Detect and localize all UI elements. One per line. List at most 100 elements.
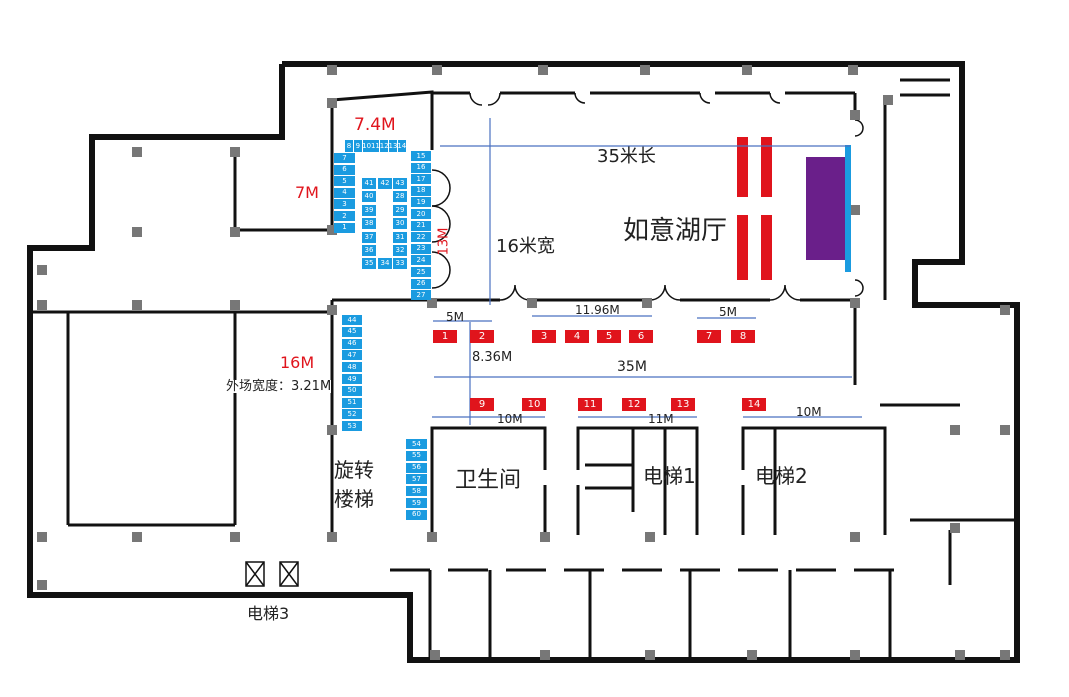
booth-43[interactable]: 43 <box>393 178 407 189</box>
stage <box>737 137 851 280</box>
red-booth-10[interactable]: 10 <box>522 398 546 411</box>
booth-50[interactable]: 50 <box>342 385 362 396</box>
pillar <box>850 110 860 120</box>
red-booth-7[interactable]: 7 <box>697 330 721 343</box>
booth-22[interactable]: 22 <box>411 232 431 243</box>
red-booth-1[interactable]: 1 <box>433 330 457 343</box>
booth-1[interactable]: 1 <box>334 222 355 233</box>
outer-walls <box>27 61 1020 663</box>
red-booth-12[interactable]: 12 <box>622 398 646 411</box>
booth-14[interactable]: 14 <box>397 140 406 152</box>
booth-28[interactable]: 28 <box>393 191 407 203</box>
booth-41[interactable]: 41 <box>362 178 376 189</box>
booth-54[interactable]: 54 <box>406 439 427 449</box>
booth-18[interactable]: 18 <box>411 185 431 196</box>
red-booth-13[interactable]: 13 <box>671 398 695 411</box>
booth-36[interactable]: 36 <box>362 245 376 256</box>
booth-51[interactable]: 51 <box>342 397 362 408</box>
booth-38[interactable]: 38 <box>362 218 376 230</box>
booth-35[interactable]: 35 <box>362 258 376 270</box>
booth-23[interactable]: 23 <box>411 243 431 254</box>
booth-46[interactable]: 46 <box>342 338 362 349</box>
pillar <box>327 98 337 108</box>
booth-30[interactable]: 30 <box>393 218 407 230</box>
pillar <box>540 650 550 660</box>
booth-2[interactable]: 2 <box>334 211 355 221</box>
booth-4[interactable]: 4 <box>334 187 355 198</box>
pillar <box>950 523 960 533</box>
booth-20[interactable]: 20 <box>411 209 431 219</box>
booth-59[interactable]: 59 <box>406 498 427 508</box>
booth-25[interactable]: 25 <box>411 267 431 277</box>
pillar <box>37 532 47 542</box>
booth-58[interactable]: 58 <box>406 486 427 497</box>
dim-11m: 11M <box>648 412 674 426</box>
booth-3[interactable]: 3 <box>334 199 355 210</box>
booth-45[interactable]: 45 <box>342 326 362 337</box>
pillar <box>1000 425 1010 435</box>
booth-40[interactable]: 40 <box>362 191 376 203</box>
pillar <box>327 425 337 435</box>
booth-47[interactable]: 47 <box>342 350 362 361</box>
booth-60[interactable]: 60 <box>406 509 427 520</box>
dim-35m: 35M <box>617 359 647 375</box>
booth-7[interactable]: 7 <box>334 153 355 163</box>
booth-48[interactable]: 48 <box>342 362 362 373</box>
booth-56[interactable]: 56 <box>406 462 427 473</box>
booth-9[interactable]: 9 <box>353 140 362 152</box>
booth-21[interactable]: 21 <box>411 220 431 231</box>
red-booth-8[interactable]: 8 <box>731 330 755 343</box>
pillar <box>132 227 142 237</box>
dim-11-96m: 11.96M <box>575 303 620 317</box>
red-booth-9[interactable]: 9 <box>470 398 494 411</box>
booth-5[interactable]: 5 <box>334 176 355 187</box>
booth-37[interactable]: 37 <box>362 231 376 243</box>
booth-55[interactable]: 55 <box>406 450 427 461</box>
booth-44[interactable]: 44 <box>342 315 362 325</box>
booth-34[interactable]: 34 <box>378 258 392 270</box>
booth-6[interactable]: 6 <box>334 164 355 175</box>
dim-5m-right: 5M <box>719 305 737 319</box>
red-booth-6[interactable]: 6 <box>629 330 653 343</box>
red-booth-14[interactable]: 14 <box>742 398 766 411</box>
red-booth-2[interactable]: 2 <box>470 330 494 343</box>
elevator3-icons <box>245 561 299 587</box>
booth-31[interactable]: 31 <box>393 231 407 243</box>
booth-24[interactable]: 24 <box>411 255 431 266</box>
pillar <box>327 65 337 75</box>
booth-17[interactable]: 17 <box>411 174 431 185</box>
booth-12[interactable]: 12 <box>380 140 389 152</box>
booth-26[interactable]: 26 <box>411 278 431 289</box>
booth-39[interactable]: 39 <box>362 204 376 216</box>
booth-42[interactable]: 42 <box>378 178 392 189</box>
booth-13[interactable]: 13 <box>389 140 397 152</box>
pillar <box>230 227 240 237</box>
pillar <box>950 425 960 435</box>
pillar <box>427 298 437 308</box>
booth-16[interactable]: 16 <box>411 162 431 173</box>
booth-19[interactable]: 19 <box>411 197 431 208</box>
booth-27[interactable]: 27 <box>411 290 431 301</box>
red-booth-3[interactable]: 3 <box>532 330 556 343</box>
booth-8[interactable]: 8 <box>345 140 353 152</box>
pillar <box>642 298 652 308</box>
pillar <box>850 650 860 660</box>
red-booth-11[interactable]: 11 <box>578 398 602 411</box>
booth-52[interactable]: 52 <box>342 409 362 420</box>
dim-16m: 16M <box>280 353 315 372</box>
booth-57[interactable]: 57 <box>406 474 427 485</box>
booth-33[interactable]: 33 <box>393 258 407 270</box>
booth-29[interactable]: 29 <box>393 204 407 216</box>
pillar <box>132 147 142 157</box>
booth-11[interactable]: 11 <box>371 140 380 152</box>
pillars <box>37 65 1010 660</box>
booth-32[interactable]: 32 <box>393 245 407 256</box>
booth-15[interactable]: 15 <box>411 151 431 161</box>
pillar <box>850 298 860 308</box>
red-booth-5[interactable]: 5 <box>597 330 621 343</box>
booth-10[interactable]: 10 <box>362 140 371 152</box>
red-booth-4[interactable]: 4 <box>565 330 589 343</box>
booth-53[interactable]: 53 <box>342 421 362 432</box>
booth-49[interactable]: 49 <box>342 374 362 384</box>
pillar <box>747 650 757 660</box>
